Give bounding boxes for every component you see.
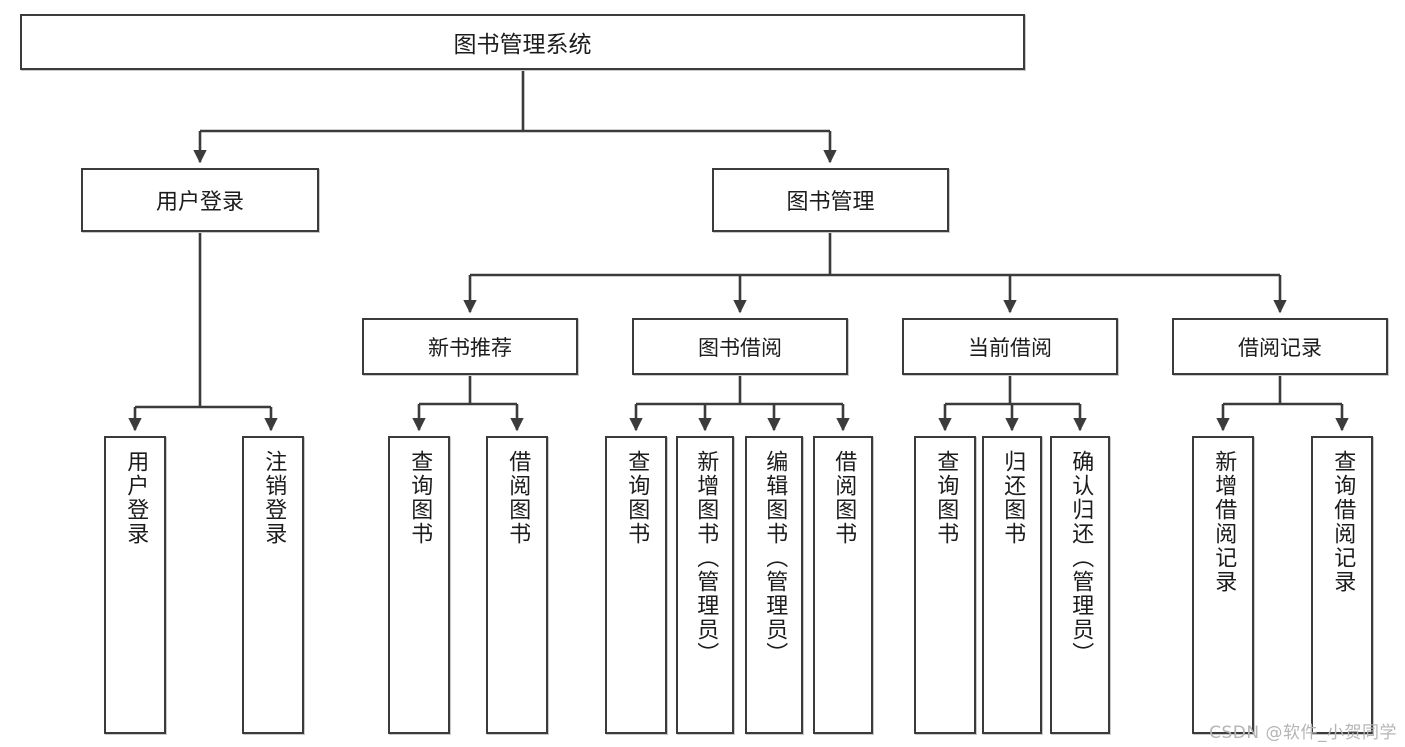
node-leaf-query-book-1-label: 查询图书 bbox=[407, 450, 433, 546]
node-book-borrow-label: 图书借阅 bbox=[698, 335, 782, 360]
node-root[interactable]: 图书管理系统 bbox=[20, 14, 1025, 70]
node-leaf-return-book-label: 归还图书 bbox=[1000, 450, 1026, 546]
node-leaf-query-book-3-label: 查询图书 bbox=[933, 450, 959, 546]
node-leaf-confirm-return[interactable]: 确认归还（管理员） bbox=[1050, 436, 1110, 734]
node-leaf-user-logout[interactable]: 注销登录 bbox=[242, 436, 304, 734]
node-book-manage[interactable]: 图书管理 bbox=[712, 168, 949, 232]
node-new-book-rec[interactable]: 新书推荐 bbox=[362, 318, 578, 375]
node-user-login-label: 用户登录 bbox=[155, 190, 244, 215]
node-leaf-borrow-book-2[interactable]: 借阅图书 bbox=[813, 436, 873, 734]
node-leaf-query-book-3[interactable]: 查询图书 bbox=[914, 436, 976, 734]
node-leaf-borrow-book-1-label: 借阅图书 bbox=[505, 450, 531, 546]
node-leaf-return-book[interactable]: 归还图书 bbox=[982, 436, 1042, 734]
node-leaf-borrow-book-1[interactable]: 借阅图书 bbox=[486, 436, 548, 734]
node-book-manage-label: 图书管理 bbox=[786, 190, 875, 215]
node-leaf-user-login[interactable]: 用户登录 bbox=[104, 436, 166, 734]
node-book-borrow[interactable]: 图书借阅 bbox=[632, 318, 848, 375]
node-new-book-rec-label: 新书推荐 bbox=[428, 335, 512, 360]
node-leaf-query-book-2-label: 查询图书 bbox=[624, 450, 650, 546]
node-leaf-edit-book-label: 编辑图书（管理员） bbox=[762, 450, 788, 666]
node-leaf-query-record[interactable]: 查询借阅记录 bbox=[1311, 436, 1373, 734]
watermark: CSDN @软件_小贺同学 bbox=[1209, 723, 1397, 743]
node-leaf-add-book[interactable]: 新增图书（管理员） bbox=[676, 436, 734, 734]
node-leaf-query-book-1[interactable]: 查询图书 bbox=[388, 436, 450, 734]
node-current-borrow[interactable]: 当前借阅 bbox=[902, 318, 1118, 375]
node-user-login[interactable]: 用户登录 bbox=[81, 168, 319, 232]
node-leaf-query-book-2[interactable]: 查询图书 bbox=[605, 436, 667, 734]
node-leaf-add-book-label: 新增图书（管理员） bbox=[693, 450, 719, 666]
node-leaf-borrow-book-2-label: 借阅图书 bbox=[831, 450, 857, 546]
node-leaf-add-record[interactable]: 新增借阅记录 bbox=[1192, 436, 1254, 734]
node-leaf-add-record-label: 新增借阅记录 bbox=[1211, 450, 1237, 594]
node-borrow-record-label: 借阅记录 bbox=[1238, 335, 1322, 360]
node-leaf-edit-book[interactable]: 编辑图书（管理员） bbox=[745, 436, 803, 734]
node-leaf-query-record-label: 查询借阅记录 bbox=[1330, 450, 1356, 594]
node-root-label: 图书管理系统 bbox=[453, 32, 592, 58]
node-current-borrow-label: 当前借阅 bbox=[968, 335, 1052, 360]
node-borrow-record[interactable]: 借阅记录 bbox=[1172, 318, 1388, 375]
node-leaf-user-logout-label: 注销登录 bbox=[261, 450, 287, 546]
node-leaf-confirm-return-label: 确认归还（管理员） bbox=[1068, 450, 1094, 666]
node-leaf-user-login-label: 用户登录 bbox=[123, 450, 149, 546]
